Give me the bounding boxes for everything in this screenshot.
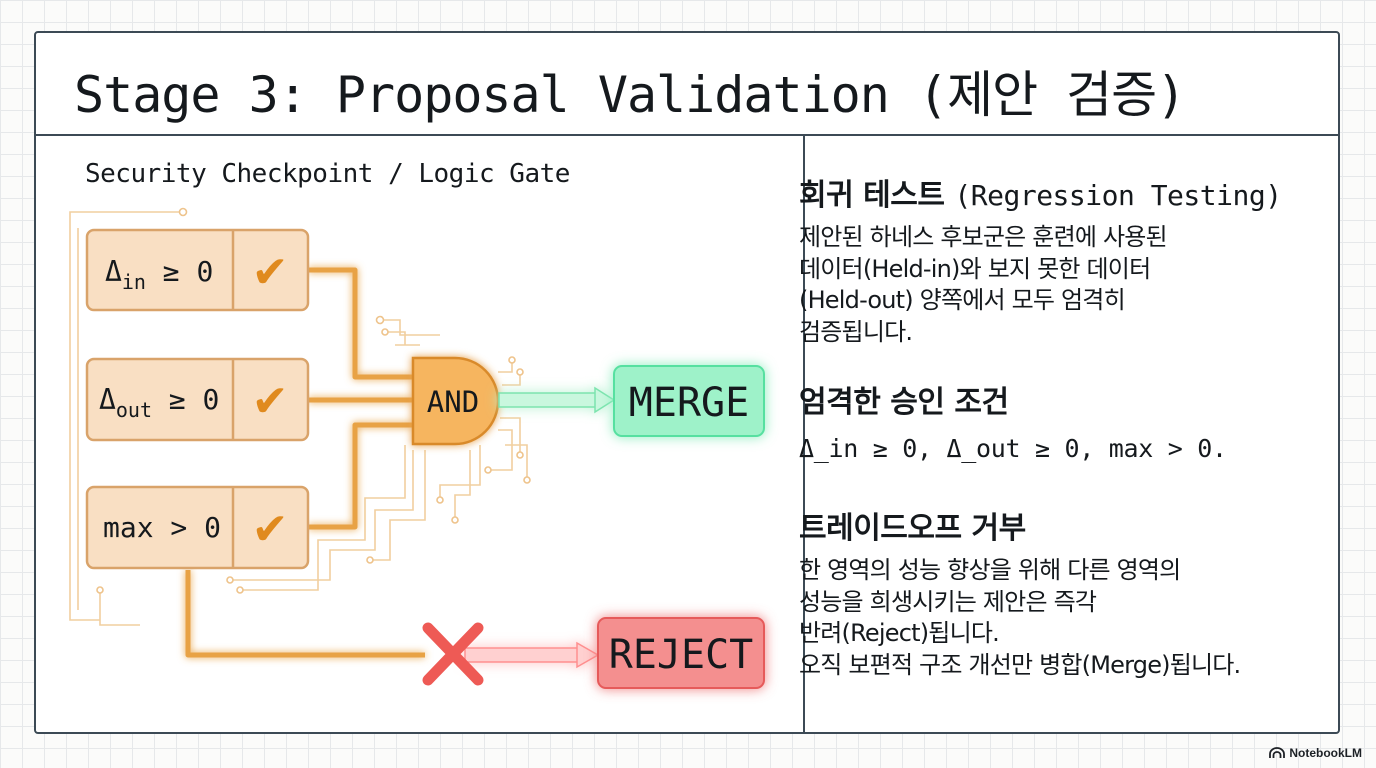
- section-approval-conditions: 엄격한 승인 조건 Δ_in ≥ 0, Δ_out ≥ 0, max > 0.: [799, 377, 1294, 465]
- wire-condition-3: [308, 422, 413, 530]
- page-title: Stage 3: Proposal Validation (제안 검증): [74, 66, 1186, 124]
- logic-gate-diagram: Δin ≥ 0 ✔ Δout ≥ 0 ✔ max > 0 ✔ AND MERGE: [69, 207, 765, 689]
- gate-label: AND: [427, 385, 479, 419]
- condition-3-label: max > 0: [103, 511, 221, 544]
- merge-label: MERGE: [629, 380, 749, 426]
- title-bar: Stage 3: Proposal Validation (제안 검증): [36, 33, 1338, 136]
- wire-condition-1: [308, 267, 413, 380]
- circuit-traces: [69, 211, 528, 626]
- condition-2: Δout ≥ 0 ✔: [85, 357, 310, 442]
- section-body: 한 영역의 성능 향상을 위해 다른 영역의 성능을 희생시키는 제안은 즉각 …: [799, 556, 1241, 679]
- condition-3: max > 0 ✔: [85, 485, 310, 570]
- section-tradeoff-rejection: 트레이드오프 거부 한 영역의 성능 향상을 위해 다른 영역의 성능을 희생시…: [799, 503, 1294, 681]
- section-regression-testing: 회귀 테스트 (Regression Testing) 제안된 하네스 후보군은…: [799, 170, 1294, 348]
- footer-brand: NotebookLM: [1269, 746, 1362, 760]
- reject-label: REJECT: [609, 632, 754, 678]
- merge-box: MERGE: [613, 365, 765, 437]
- merge-arrow: [498, 386, 616, 414]
- section-heading: 트레이드오프 거부: [799, 511, 1026, 546]
- main-wires: [185, 267, 425, 658]
- check-icon: ✔: [252, 376, 289, 427]
- footer-label: NotebookLM: [1289, 746, 1362, 760]
- section-body: 제안된 하네스 후보군은 훈련에 사용된 데이터(Held-in)와 보지 못한…: [799, 223, 1168, 346]
- cross-icon: [422, 622, 484, 686]
- diagram-caption: Security Checkpoint / Logic Gate: [85, 159, 570, 189]
- heading-korean: 회귀 테스트: [799, 178, 945, 213]
- reject-arrow: [464, 641, 600, 669]
- column-divider: [803, 134, 805, 734]
- check-icon: ✔: [252, 504, 289, 555]
- section-heading: 엄격한 승인 조건: [799, 385, 1009, 420]
- reject-box: REJECT: [597, 617, 765, 689]
- and-gate: AND: [411, 356, 500, 446]
- condition-2-label: Δout ≥ 0: [99, 383, 219, 422]
- heading-english: (Regression Testing): [954, 179, 1282, 212]
- check-icon: ✔: [252, 247, 289, 298]
- circuit-nodes: [96, 207, 531, 594]
- section-body: Δ_in ≥ 0, Δ_out ≥ 0, max > 0.: [799, 434, 1227, 463]
- condition-1: Δin ≥ 0 ✔: [85, 228, 310, 312]
- notebooklm-logo-icon: [1269, 747, 1286, 758]
- condition-1-label: Δin ≥ 0: [105, 255, 213, 294]
- section-heading: 회귀 테스트 (Regression Testing): [799, 170, 1294, 214]
- wire-reject: [185, 570, 425, 658]
